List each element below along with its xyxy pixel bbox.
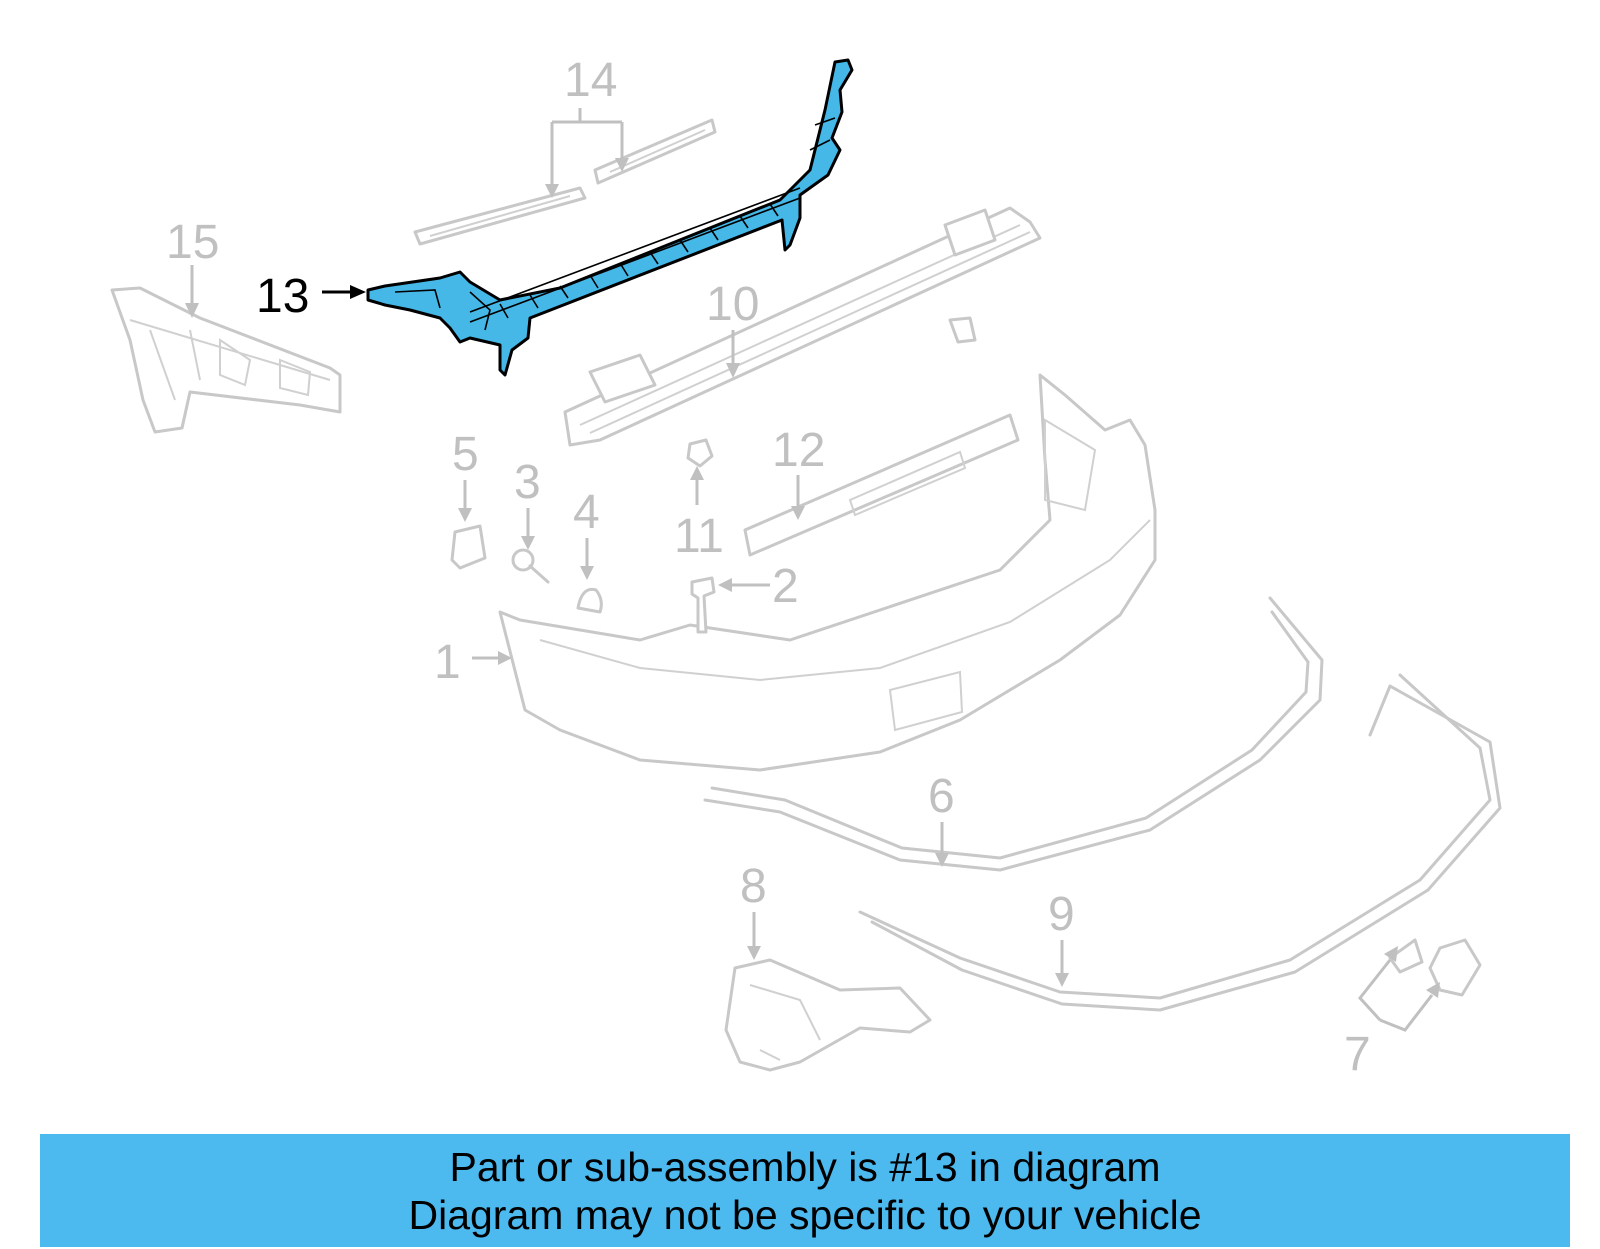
part-14-trim-strips — [413, 118, 717, 246]
callout-3-label: 3 — [514, 456, 541, 509]
callout-13-label: 13 — [256, 270, 309, 323]
part-11-nut — [686, 438, 714, 468]
hardware-parts — [450, 438, 716, 634]
part-15-side-bracket — [110, 286, 342, 434]
part-4-cap — [576, 587, 603, 614]
callout-9-label: 9 — [1048, 888, 1075, 941]
callout-5-label: 5 — [452, 428, 479, 481]
callout-13-leader — [322, 285, 366, 299]
callout-12-label: 12 — [772, 424, 825, 477]
callout-6-label: 6 — [928, 770, 955, 823]
info-banner: Part or sub-assembly is #13 in diagram D… — [40, 1134, 1570, 1247]
callout-11-label: 11 — [674, 510, 724, 563]
part-5-clip — [450, 524, 487, 570]
callout-4-label: 4 — [573, 486, 600, 539]
callout-7-label: 7 — [1344, 1028, 1371, 1081]
part-6-lower-molding — [703, 596, 1324, 872]
callout-2-label: 2 — [772, 560, 799, 613]
part-1-bumper-cover — [498, 373, 1157, 772]
part-12-absorber — [743, 413, 1020, 557]
callout-leaders — [185, 108, 1440, 1032]
callout-10-label: 10 — [706, 278, 759, 331]
banner-line-part-number: Part or sub-assembly is #13 in diagram — [449, 1143, 1161, 1190]
part-13-highlighted-reinforcement[interactable] — [366, 58, 854, 377]
part-2-screw — [690, 576, 716, 634]
part-9-lower-strip — [858, 673, 1502, 1012]
callout-labels: 1 2 3 4 5 6 7 8 9 10 11 12 13 14 15 — [166, 54, 1371, 1081]
callout-1-label: 1 — [434, 636, 461, 689]
banner-line-disclaimer: Diagram may not be specific to your vehi… — [408, 1191, 1202, 1238]
callout-8-label: 8 — [740, 860, 767, 913]
callout-14-label: 14 — [564, 54, 617, 107]
callout-15-label: 15 — [166, 216, 219, 269]
part-3-bolt — [511, 548, 535, 572]
part-10-impact-bar — [563, 206, 1042, 447]
part-7-clips — [1388, 938, 1482, 997]
part-8-bracket — [724, 958, 932, 1072]
